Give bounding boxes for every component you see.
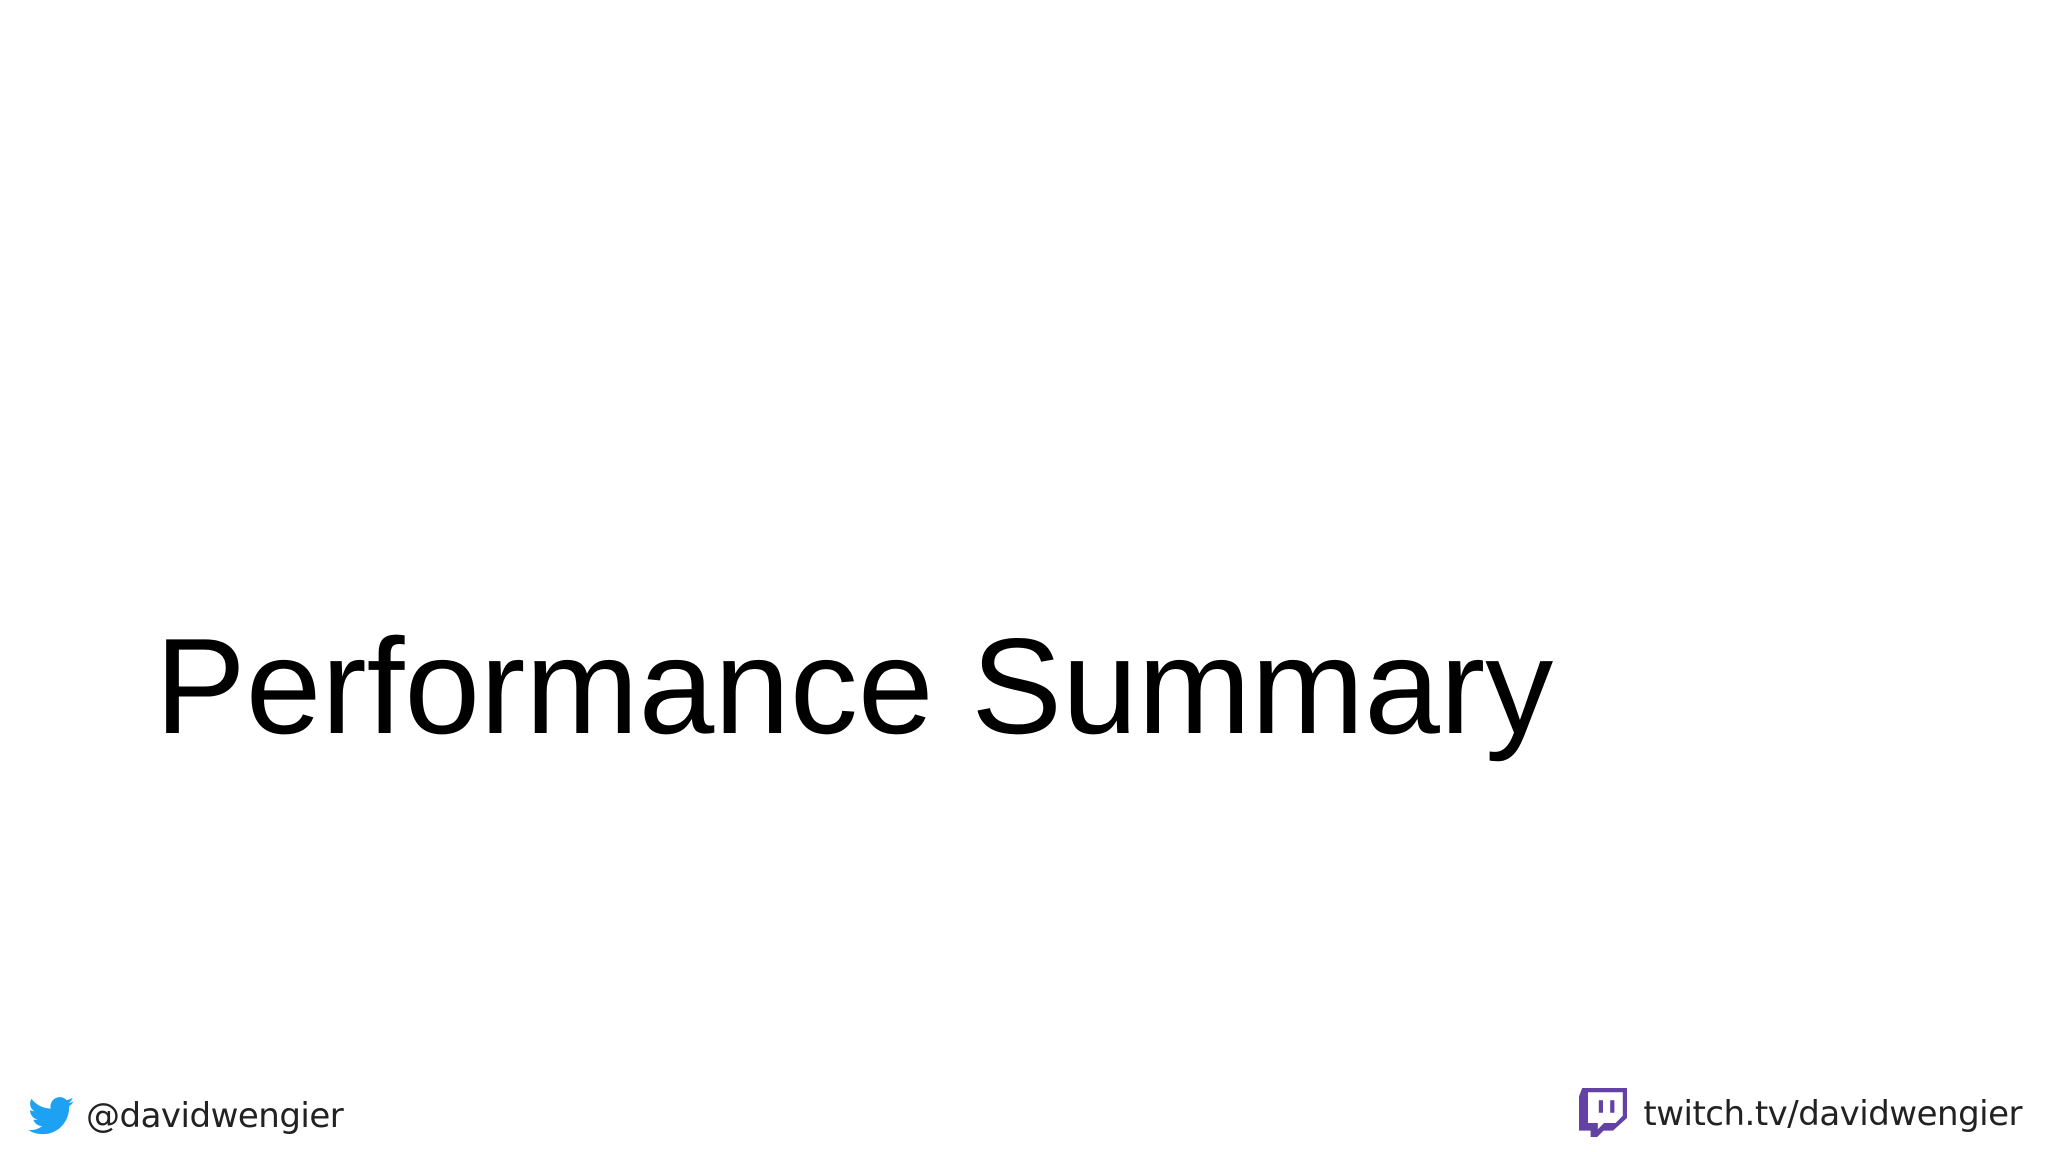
slide-title: Performance Summary xyxy=(155,610,1554,762)
twitch-logo-icon xyxy=(1579,1088,1628,1140)
twitter-handle[interactable]: @davidwengier xyxy=(86,1096,344,1136)
twitch-footer: twitch.tv/davidwengier xyxy=(1579,1084,2022,1144)
twitch-url[interactable]: twitch.tv/davidwengier xyxy=(1643,1094,2022,1134)
twitter-bird-icon xyxy=(28,1097,74,1135)
twitter-footer: @davidwengier xyxy=(28,1088,344,1144)
